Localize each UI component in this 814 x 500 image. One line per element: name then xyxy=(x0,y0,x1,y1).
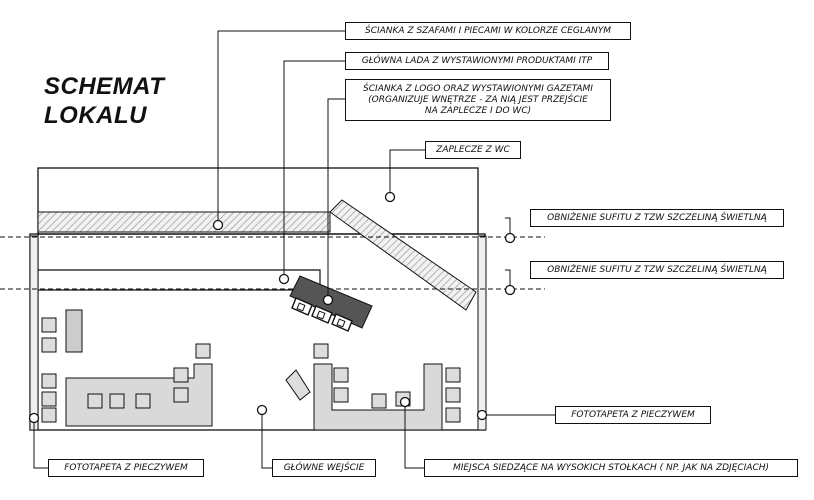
left-table xyxy=(65,309,83,353)
leader-lines xyxy=(33,30,555,469)
right-l-counter xyxy=(313,363,443,431)
label-back-room: ZAPLECZE Z WC xyxy=(425,141,521,159)
label-logo-wall: ŚCIANKA Z LOGO ORAZ WYSTAWIONYMI GAZETAM… xyxy=(345,79,611,121)
diagram-title: SCHEMAT LOKALU xyxy=(44,72,164,130)
title-line-1: SCHEMAT xyxy=(44,73,165,100)
label-ceiling-2: OBNIŻENIE SUFITU Z TZW SZCZELINĄ ŚWIETLN… xyxy=(530,261,784,279)
brick-wall-strip xyxy=(37,211,331,233)
entrance-door xyxy=(285,369,311,401)
title-line-2: LOKALU xyxy=(44,102,147,129)
label-seating: MIEJSCA SIEDZĄCE NA WYSOKICH STOŁKACH ( … xyxy=(424,459,798,477)
right-photo-wall xyxy=(477,235,487,431)
callout-markers xyxy=(28,191,516,424)
newspaper-racks xyxy=(291,297,353,332)
label-main-counter: GŁÓWNA LADA Z WYSTAWIONYMI PRODUKTAMI IT… xyxy=(345,52,609,70)
label-photo-wall-left: FOTOTAPETA Z PIECZYWEM xyxy=(48,459,204,477)
label-photo-wall-right: FOTOTAPETA Z PIECZYWEM xyxy=(555,406,711,424)
left-photo-wall xyxy=(29,235,39,431)
diagonal-wall xyxy=(329,199,477,311)
label-brick-wall: ŚCIANKA Z SZAFAMI I PIECAMI W KOLORZE CE… xyxy=(345,22,631,40)
stools xyxy=(41,317,461,423)
label-ceiling-1: OBNIŻENIE SUFITU Z TZW SZCZELINĄ ŚWIETLN… xyxy=(530,209,784,227)
label-main-entrance: GŁÓWNE WEJŚCIE xyxy=(272,459,376,477)
main-counter-outline xyxy=(38,269,321,291)
